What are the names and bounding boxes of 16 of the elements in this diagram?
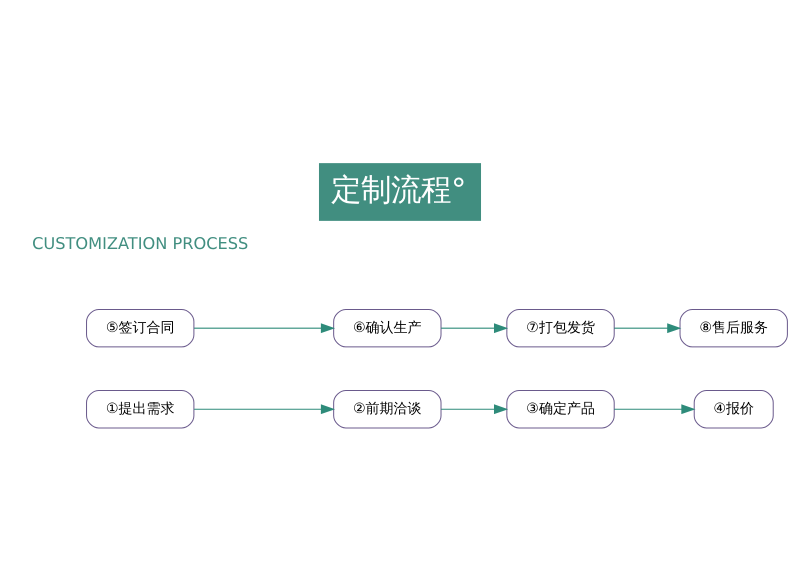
node-box: ⑥确认生产 <box>333 308 442 348</box>
node-box: ⑧售后服务 <box>680 308 788 348</box>
arrow <box>194 404 336 414</box>
node-box: ①提出需求 <box>86 390 194 428</box>
arrow <box>441 323 508 334</box>
diagram-title: 定制流程° <box>331 173 466 208</box>
node-box: ⑦打包发货 <box>506 308 615 348</box>
arrow <box>614 323 682 334</box>
arrow <box>441 404 508 414</box>
node-box: ④报价 <box>694 390 774 428</box>
node-box: ③确定产品 <box>506 390 615 428</box>
label: CUSTOMIZATION PROCESS <box>32 234 248 253</box>
node-box: ②前期洽谈 <box>333 390 442 428</box>
arrow <box>614 404 696 414</box>
node-box: ⑤签订合同 <box>86 308 194 348</box>
arrow <box>194 323 336 334</box>
